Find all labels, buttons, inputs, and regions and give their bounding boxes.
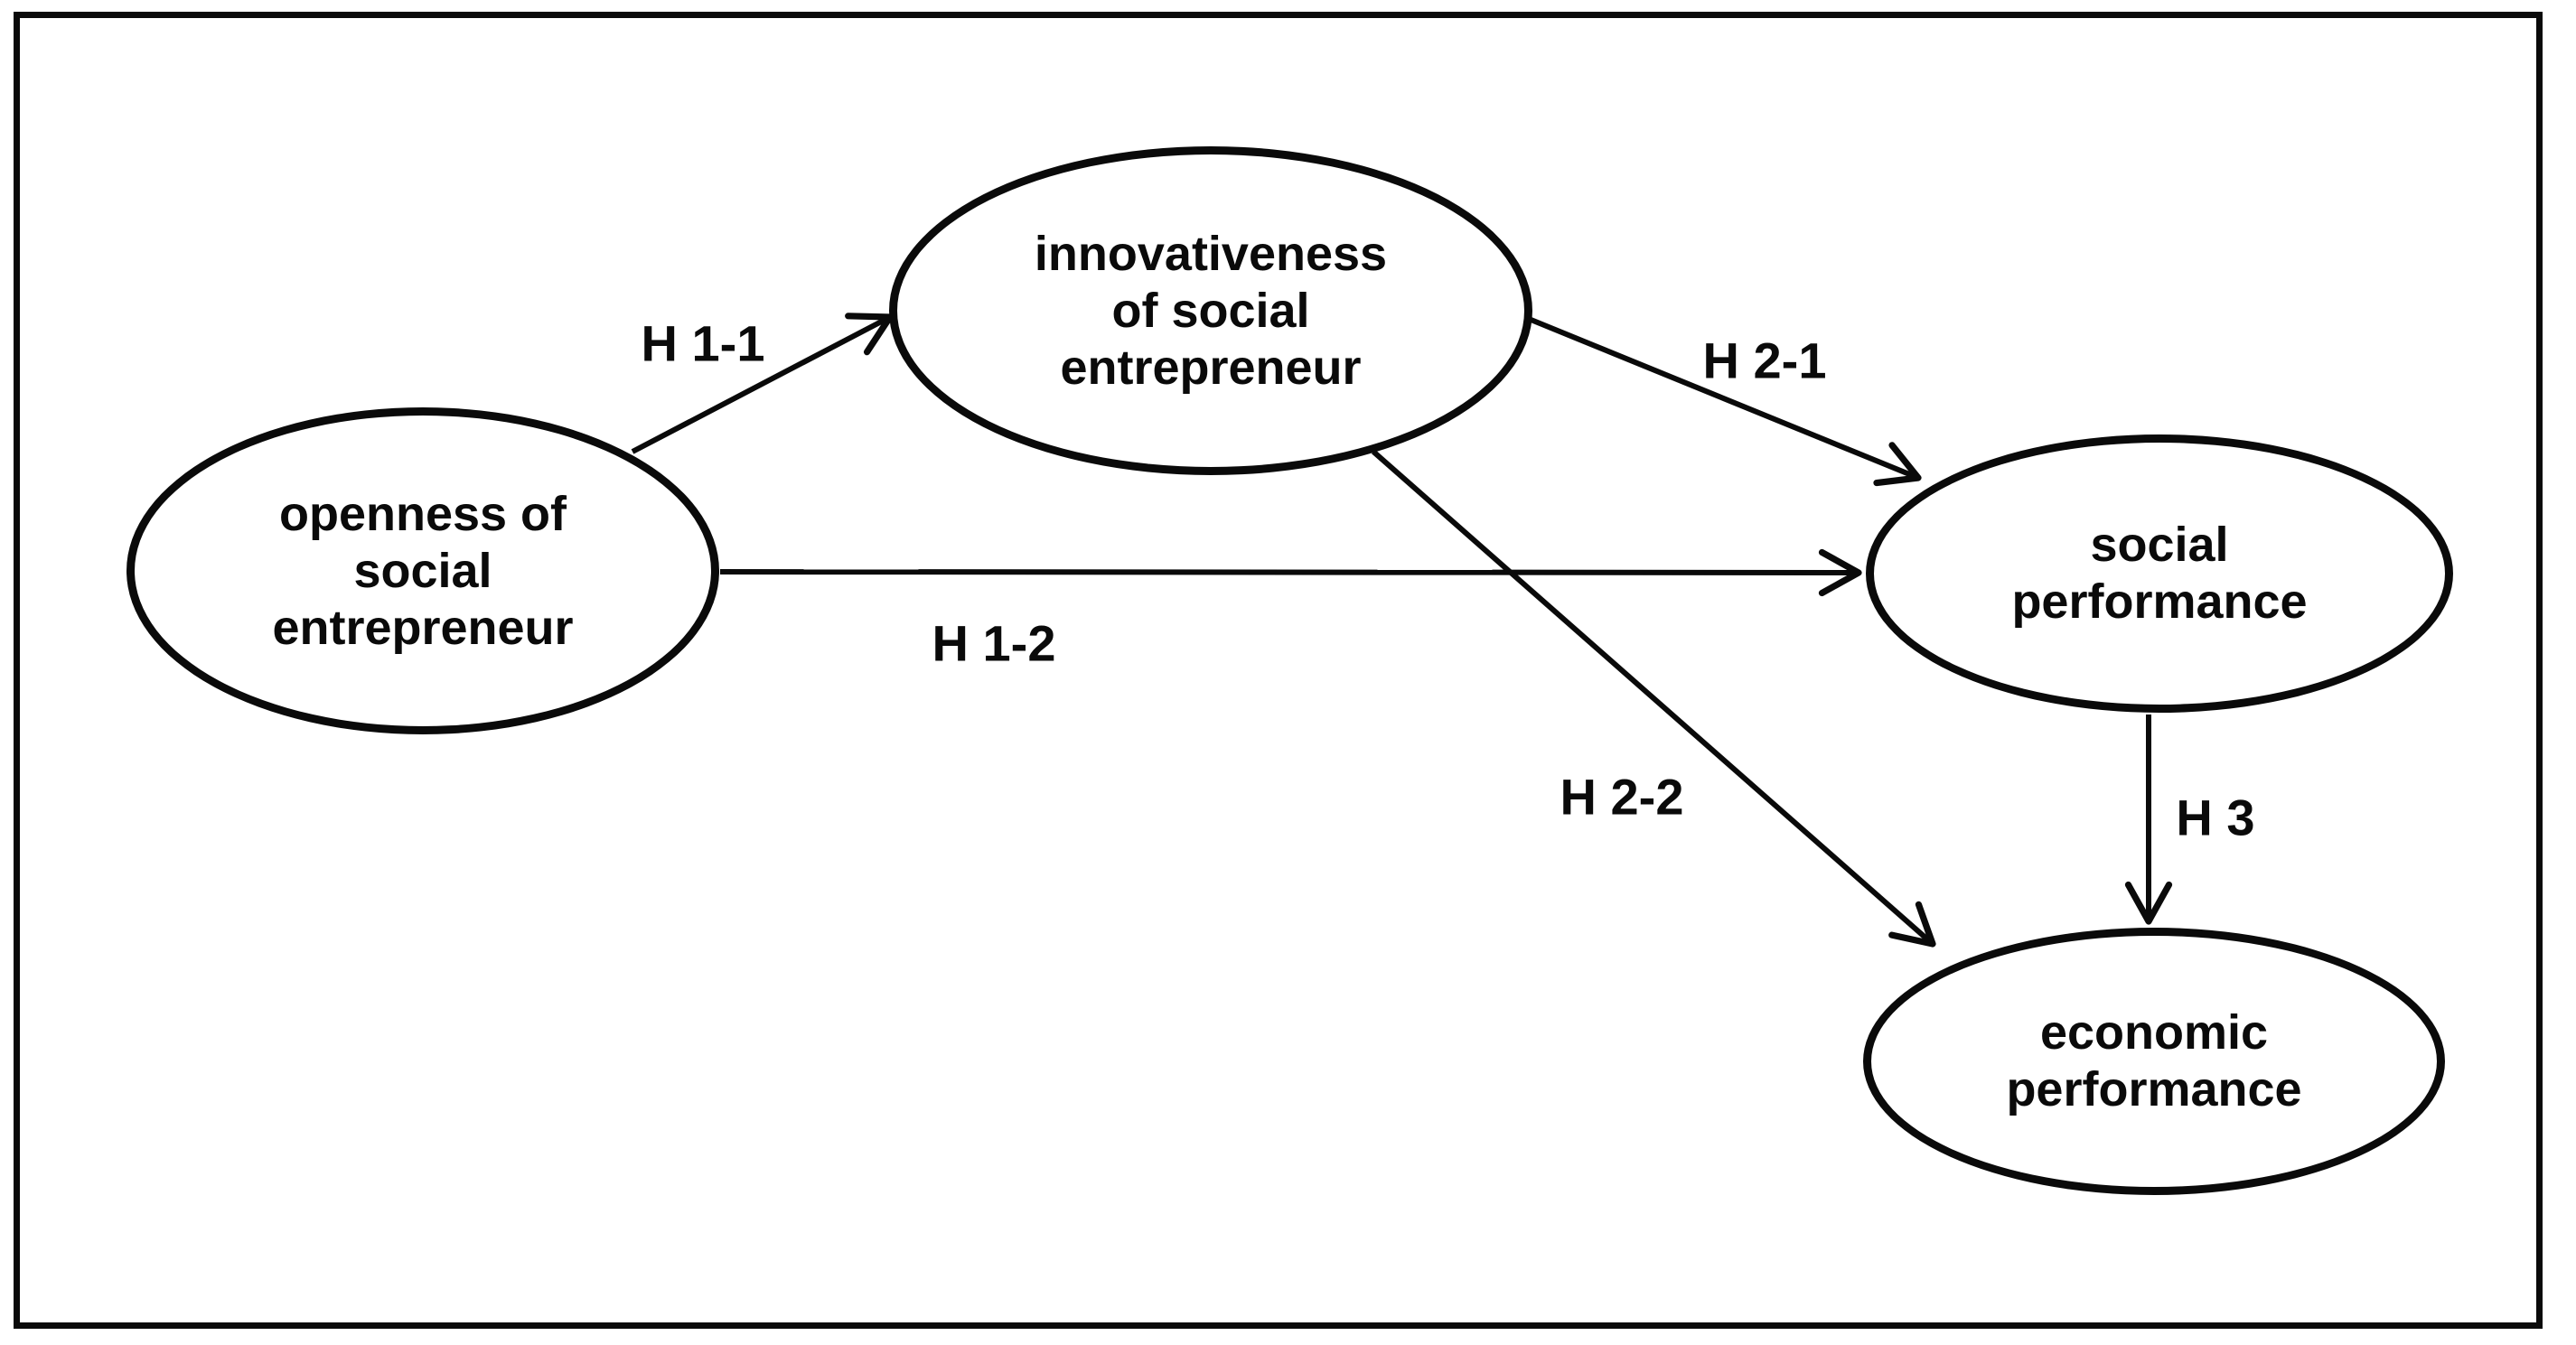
edge-label-h2-2: H 2-2 xyxy=(1560,768,1684,826)
node-innovativeness-of-social-entrepreneur: innovativeness of social entrepreneur xyxy=(889,146,1532,475)
node-label-line: innovativeness xyxy=(1034,226,1388,281)
node-label-line: social xyxy=(353,543,492,598)
edge-label-h1-2: H 1-2 xyxy=(932,614,1056,672)
diagram-border-frame xyxy=(14,12,2543,1329)
node-social-performance: social performance xyxy=(1866,434,2453,713)
node-label-line: entrepreneur xyxy=(272,600,574,655)
node-label-line: performance xyxy=(2006,1062,2302,1116)
edge-label-h2-1: H 2-1 xyxy=(1702,332,1827,389)
node-label-line: social xyxy=(2090,518,2229,572)
node-openness-of-social-entrepreneur: openness of social entrepreneur xyxy=(126,407,719,734)
node-label-line: of social xyxy=(1111,283,1310,338)
edge-label-h3: H 3 xyxy=(2176,789,2255,846)
arrow-h2-2 xyxy=(1372,449,1936,948)
arrow-h2-1 xyxy=(1527,316,1922,487)
edge-label-h1-1: H 1-1 xyxy=(641,314,765,372)
arrow-h1-2 xyxy=(719,548,1862,597)
node-label-line: economic xyxy=(2039,1005,2269,1060)
arrow-h1-1 xyxy=(631,313,894,454)
node-economic-performance: economic performance xyxy=(1863,928,2445,1195)
node-label-line: performance xyxy=(2011,574,2308,629)
node-label-line: openness of xyxy=(278,486,567,541)
node-label-line: entrepreneur xyxy=(1060,340,1362,395)
